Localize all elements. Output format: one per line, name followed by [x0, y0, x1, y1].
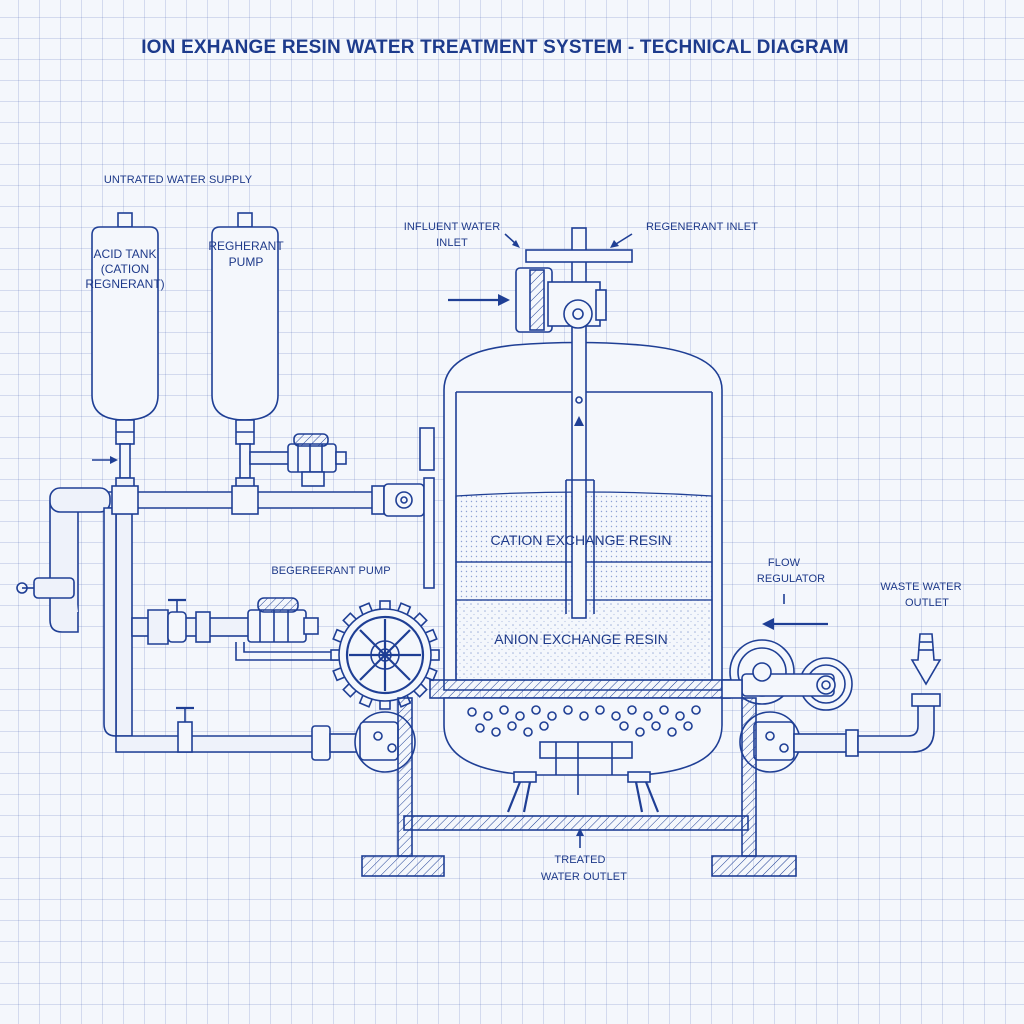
regen-pump-middle-label: BEGEREERANT PUMP — [271, 565, 390, 577]
flow-regulator-arrow — [762, 618, 828, 630]
influent-label-line1: INFLUENT WATER — [404, 221, 501, 233]
right-gear-assembly — [721, 639, 853, 711]
acid-tank-label-line1: ACID TANK — [94, 247, 157, 261]
acid-tank-label-line3: REGNERANT) — [85, 277, 164, 291]
diagram-title: ION EXHANGE RESIN WATER TREATMENT SYSTEM… — [141, 37, 849, 58]
cation-resin-label: CATION EXCHANGE RESIN — [491, 532, 672, 548]
treated-outlet-label-line1: TREATED — [554, 854, 605, 866]
acid-tank-label-line2: (CATION — [101, 262, 149, 276]
gravel-bed — [467, 705, 701, 737]
right-lower-pump — [739, 711, 859, 773]
left-gear-wheel — [330, 600, 440, 710]
waste-outlet-pipe — [857, 693, 941, 753]
regen-pump-top-label-line1: REGHERANT — [208, 239, 284, 253]
left-piping — [16, 477, 425, 753]
flow-regulator-label-line1: FLOW — [768, 557, 801, 569]
flow-regulator-label-line2: REGULATOR — [757, 573, 825, 585]
regen-pump-top-label-line2: PUMP — [229, 255, 264, 269]
regenerant-pump-tank — [211, 212, 279, 479]
untreated-supply-label: UNTRATED WATER SUPPLY — [104, 174, 253, 186]
influent-label-line2: INLET — [436, 237, 468, 249]
anion-resin-label: ANION EXCHANGE RESIN — [494, 631, 667, 647]
treated-outlet-pointer — [576, 828, 584, 848]
support-frame — [361, 697, 797, 877]
treated-outlet-label-line2: WATER OUTLET — [541, 871, 627, 883]
regenerant-pointer — [610, 233, 633, 248]
regenerant-pump-upper — [249, 433, 347, 487]
waste-outlet-label-line2: OUTLET — [905, 597, 949, 609]
influent-arrow — [448, 294, 510, 306]
acid-feed-arrow — [92, 456, 118, 464]
waste-outlet-label-line1: WASTE WATER — [880, 581, 961, 593]
influent-pointer — [504, 233, 520, 248]
regenerant-pump-middle — [235, 597, 338, 661]
regenerant-inlet-label: REGENERANT INLET — [646, 221, 758, 233]
waste-arrow — [910, 633, 942, 686]
top-valve-assembly — [515, 249, 633, 333]
